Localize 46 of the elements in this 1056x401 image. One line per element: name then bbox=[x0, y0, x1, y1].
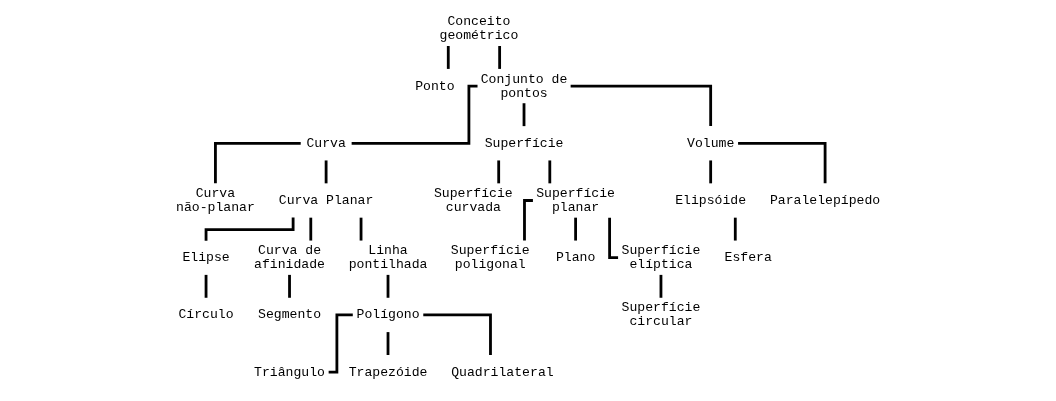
connector bbox=[522, 103, 526, 127]
connector bbox=[574, 217, 577, 241]
connector bbox=[733, 217, 737, 241]
connector bbox=[709, 160, 713, 184]
node-text: Superfície bbox=[484, 135, 564, 151]
node-text: Linha pontilhada bbox=[348, 243, 428, 273]
node-text: Esfera bbox=[724, 250, 772, 266]
connector bbox=[570, 84, 713, 127]
node-text: Segmento bbox=[258, 307, 322, 323]
connector bbox=[548, 160, 552, 184]
node-text: Curva Planar bbox=[278, 192, 374, 208]
node-text: Curva bbox=[306, 135, 346, 151]
node-text: Elipsóide bbox=[675, 192, 747, 208]
connector bbox=[309, 217, 313, 241]
connector bbox=[386, 274, 390, 298]
connector bbox=[738, 141, 827, 184]
connector bbox=[498, 46, 502, 69]
node-text: Curva de afinidade bbox=[254, 243, 325, 273]
node-text: Paralelepípedo bbox=[769, 192, 881, 208]
node-text: Plano bbox=[555, 250, 596, 266]
node-text: Superfície curvada bbox=[433, 185, 513, 216]
node-text: Superfície elíptica bbox=[621, 243, 701, 273]
connector bbox=[446, 46, 450, 69]
node-text: Polígono bbox=[356, 307, 420, 323]
node-text: Conceito geométrico bbox=[439, 14, 519, 44]
node-text: Elipse bbox=[182, 250, 230, 266]
connector bbox=[288, 274, 291, 298]
node-text: Superfície poligonal bbox=[450, 243, 530, 273]
node-text: Volume bbox=[687, 135, 735, 151]
connector bbox=[359, 217, 363, 241]
connector bbox=[386, 332, 390, 355]
node-text: Círculo bbox=[178, 307, 234, 323]
node-text: Ponto bbox=[415, 78, 455, 94]
connector bbox=[423, 313, 492, 355]
node-text: Superfície circular bbox=[621, 300, 701, 330]
node-text: Triângulo bbox=[254, 364, 325, 380]
node-text: Quadrilateral bbox=[451, 364, 554, 380]
node-text: Trapezóide bbox=[348, 364, 428, 380]
connector bbox=[204, 274, 208, 298]
node-text: Curva não-planar bbox=[176, 185, 255, 216]
connector bbox=[659, 274, 663, 298]
connector bbox=[214, 141, 301, 184]
node-text: Conjunto de pontos bbox=[480, 71, 568, 101]
node-text: Superfície planar bbox=[536, 185, 615, 216]
connector bbox=[324, 160, 328, 184]
connector bbox=[497, 160, 501, 184]
